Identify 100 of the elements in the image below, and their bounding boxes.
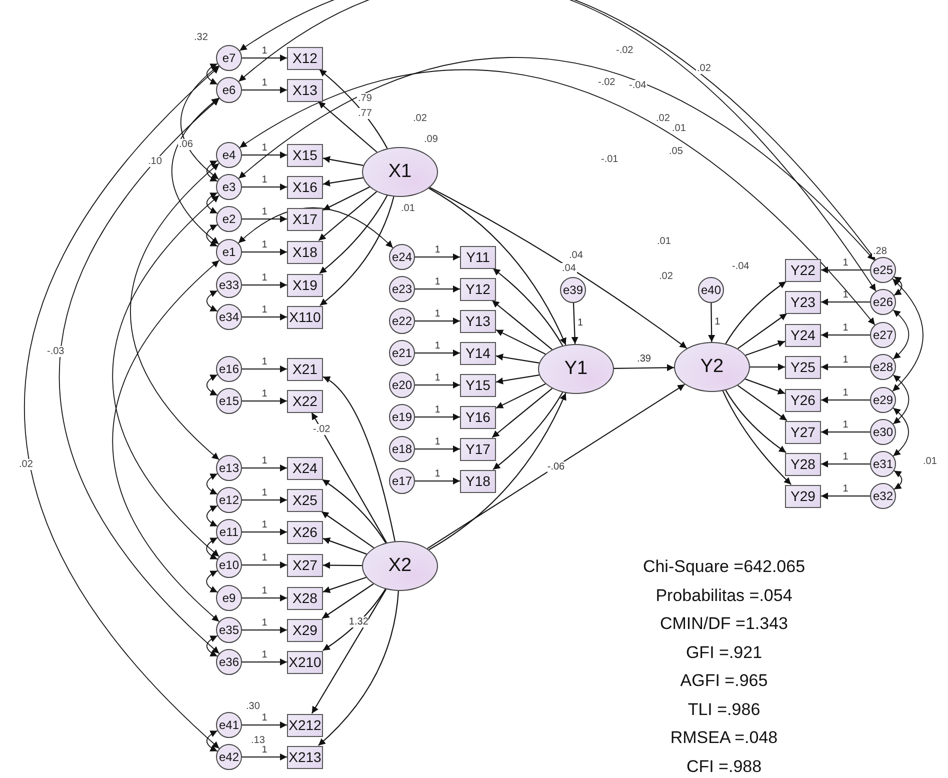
path-arrow (492, 392, 564, 470)
coefficient-label: -.04 (731, 261, 750, 272)
covariance-arrow (892, 374, 910, 424)
error-circle: e9 (216, 585, 242, 611)
covariance-arrow (206, 635, 218, 657)
indicator-box: Y14 (460, 342, 496, 364)
indicator-box: X29 (287, 618, 323, 642)
path-arrow (415, 414, 460, 420)
coefficient-label: .01 (922, 456, 938, 467)
edge-label: 1 (434, 308, 440, 320)
covariance-arrow (206, 537, 218, 560)
indicator-box: X212 (287, 714, 323, 736)
error-circle: e6 (216, 77, 242, 103)
edge-label: 1 (262, 240, 268, 250)
coefficient-label: -.02 (615, 45, 634, 56)
covariance-arrow (171, 98, 220, 244)
edge-label: 1 (262, 356, 268, 368)
coefficient-label: .02 (655, 113, 671, 124)
error-circle: e31 (870, 451, 896, 477)
error-circle: e35 (216, 617, 242, 643)
covariance-arrow (206, 730, 218, 752)
edge-label: 1 (262, 520, 268, 530)
path-arrow (492, 268, 564, 346)
edge-label: 1 (262, 142, 268, 154)
path-arrow (426, 384, 686, 550)
path-arrow (496, 354, 540, 364)
covariance-arrow (130, 162, 220, 460)
edge-label: 1 (262, 174, 268, 186)
edge-label: 1 (842, 420, 848, 430)
covariance-arrow (206, 63, 218, 85)
path-arrow (242, 152, 287, 158)
covariance-arrow (206, 224, 218, 247)
covariance-arrow (206, 160, 218, 182)
edge-label: 1 (577, 318, 584, 329)
covariance-arrow (206, 374, 218, 396)
coefficient-label: .01 (400, 203, 416, 214)
indicator-box: Y13 (460, 310, 496, 332)
path-arrow (415, 478, 460, 484)
edge-label: 1 (714, 316, 720, 328)
path-arrow (311, 412, 388, 543)
indicator-box: Y22 (785, 258, 821, 282)
error-circle: e16 (216, 356, 242, 382)
path-arrow (737, 384, 788, 421)
edge-label: 1 (434, 404, 440, 416)
path-arrow (821, 332, 870, 338)
error-circle: e22 (389, 308, 415, 334)
path-arrow (614, 364, 674, 372)
path-arrow (821, 364, 870, 370)
covariance-arrow (58, 98, 220, 654)
path-arrow (242, 216, 287, 222)
indicator-box: Y18 (460, 470, 496, 492)
covariance-arrow (892, 310, 910, 360)
covariance-arrow (24, 66, 220, 749)
path-arrow (320, 196, 394, 306)
error-circle: e18 (389, 436, 415, 462)
path-arrow (496, 383, 546, 409)
path-arrow (318, 191, 377, 241)
indicator-box: X19 (287, 274, 323, 296)
error-circle: e33 (216, 272, 242, 298)
path-arrow (242, 314, 287, 320)
indicator-box: X210 (287, 650, 323, 674)
indicator-box: Y25 (785, 356, 821, 378)
path-arrow (242, 398, 287, 404)
path-arrow (322, 588, 386, 651)
edge-label: 1 (262, 304, 268, 316)
path-arrow (725, 281, 786, 344)
error-circle: e7 (216, 45, 242, 71)
path-arrow (322, 156, 364, 166)
error-circle: e41 (216, 712, 242, 738)
edge-label: 1 (842, 452, 848, 462)
edge-label: 1.32 (348, 616, 368, 628)
error-circle: e30 (870, 419, 896, 445)
edge-label: 1 (262, 586, 268, 596)
path-arrow (311, 588, 387, 714)
path-arrow (319, 195, 388, 274)
edge-label: .39 (637, 354, 651, 364)
edge-label: 1 (262, 388, 268, 400)
coefficient-label: .02 (696, 63, 712, 74)
edge-label: 1 (262, 456, 268, 466)
covariance-arrow (112, 260, 220, 622)
edge-label: 1 (262, 78, 268, 88)
edge-label: 1 (262, 206, 268, 218)
edge-label: 1 (434, 276, 440, 288)
indicator-box: X25 (287, 488, 323, 512)
edge-label: 1 (262, 488, 268, 498)
path-arrow (318, 69, 388, 149)
indicator-box: X213 (287, 746, 323, 768)
edge-label: 1 (842, 258, 848, 268)
path-arrow (415, 382, 460, 388)
coefficient-label: .02 (658, 271, 674, 282)
indicator-box: X28 (287, 586, 323, 610)
indicator-box: X27 (287, 554, 323, 576)
error-circle: e12 (216, 487, 242, 513)
path-arrow (242, 722, 287, 728)
path-arrow (415, 318, 460, 324)
indicator-box: Y12 (460, 278, 496, 300)
path-arrow (242, 184, 287, 190)
path-arrow (242, 282, 287, 288)
edge-label: 1 (434, 340, 440, 352)
latent-ellipse: X1 (362, 147, 438, 197)
